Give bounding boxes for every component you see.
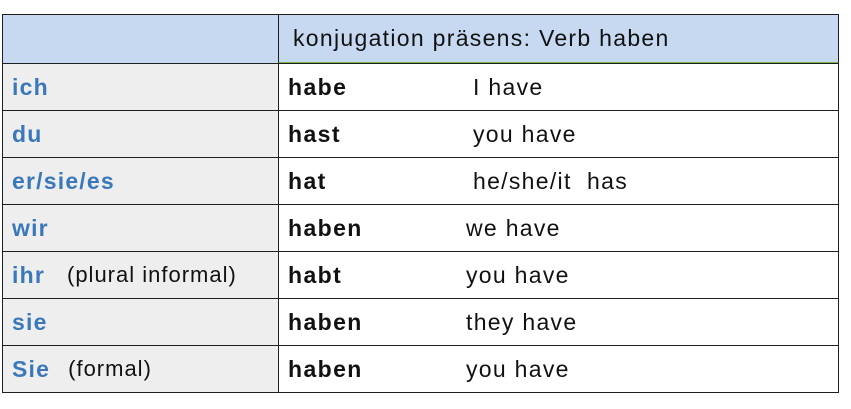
verb-cell: haben they have <box>278 298 839 346</box>
verb-cell: haben we have <box>278 204 839 252</box>
conjugation-table: konjugation präsens: Verb haben ich habe… <box>2 14 840 393</box>
header-cell-pronoun <box>2 14 279 64</box>
table-row: ihr (plural informal) habt you have <box>2 251 840 299</box>
table-row: du hast you have <box>2 110 840 158</box>
translation: he/she/it has <box>473 167 629 194</box>
pronoun: wir <box>12 214 49 241</box>
translation: we have <box>466 214 561 241</box>
pronoun-cell: wir <box>2 204 279 252</box>
pronoun-note: (formal) <box>68 356 152 381</box>
pronoun: sie <box>12 308 48 335</box>
translation: I have <box>473 73 544 100</box>
pronoun-note: (plural informal) <box>67 262 237 287</box>
table-row: Sie (formal) haben you have <box>2 345 840 393</box>
table-row: wir haben we have <box>2 204 840 252</box>
pronoun-cell: ich <box>2 63 279 111</box>
pronoun-cell: du <box>2 110 279 158</box>
verb-cell: habe I have <box>278 63 839 111</box>
translation: you have <box>473 120 577 147</box>
verb-form: habe <box>288 73 348 100</box>
table-title: konjugation präsens: Verb haben <box>293 25 670 51</box>
table-header-row: konjugation präsens: Verb haben <box>2 14 840 64</box>
table-row: ich habe I have <box>2 63 840 111</box>
verb-form: hat <box>288 167 327 194</box>
translation: they have <box>466 308 578 335</box>
verb-cell: hast you have <box>278 110 839 158</box>
pronoun: Sie <box>12 355 51 382</box>
translation: you have <box>466 355 570 382</box>
pronoun: ihr <box>12 261 45 288</box>
verb-cell: habt you have <box>278 251 839 299</box>
pronoun: er/sie/es <box>12 167 115 194</box>
pronoun: ich <box>12 73 49 100</box>
pronoun-cell: er/sie/es <box>2 157 279 205</box>
table-row: er/sie/es hat he/she/it has <box>2 157 840 205</box>
translation: you have <box>466 261 570 288</box>
verb-form: haben <box>288 355 363 382</box>
pronoun-cell: ihr (plural informal) <box>2 251 279 299</box>
pronoun: du <box>12 120 43 147</box>
verb-form: hast <box>288 120 341 147</box>
pronoun-cell: Sie (formal) <box>2 345 279 393</box>
verb-form: habt <box>288 261 343 288</box>
verb-form: haben <box>288 308 363 335</box>
verb-cell: haben you have <box>278 345 839 393</box>
pronoun-cell: sie <box>2 298 279 346</box>
header-cell-title: konjugation präsens: Verb haben <box>278 14 839 64</box>
verb-cell: hat he/she/it has <box>278 157 839 205</box>
verb-form: haben <box>288 214 363 241</box>
table-row: sie haben they have <box>2 298 840 346</box>
